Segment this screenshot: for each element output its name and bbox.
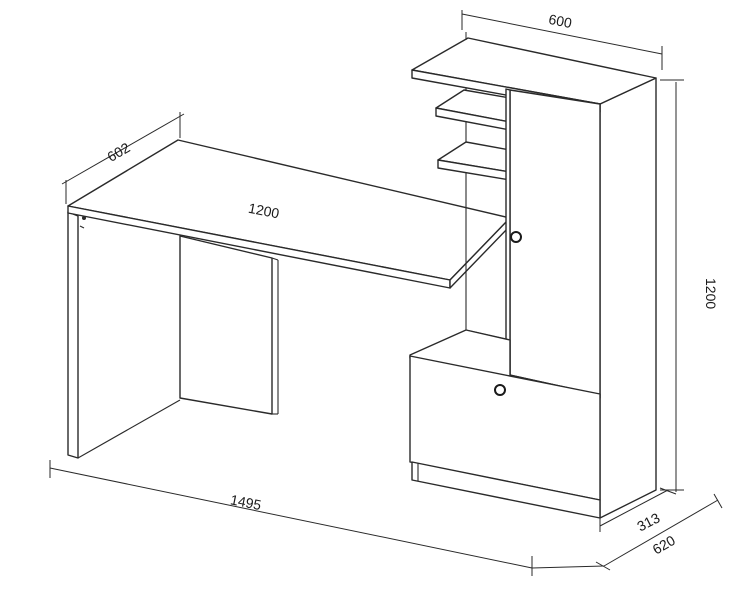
desk-left-leg [67, 211, 79, 459]
tower-side-panel [599, 77, 657, 519]
dim-cabinet-depth: 313 [634, 509, 662, 534]
dim-desk-width: 1200 [247, 200, 281, 222]
door-knob-icon [510, 231, 522, 243]
dim-top-width: 600 [547, 11, 573, 31]
dim-desk-depth: 602 [104, 139, 132, 165]
desk-middle-panel [179, 235, 273, 415]
drawer-knob-icon [494, 384, 506, 396]
dim-height: 1200 [703, 278, 719, 309]
cabinet-door [509, 89, 601, 396]
dim-total-depth: 620 [650, 532, 678, 558]
dim-total-width: 1495 [229, 491, 263, 513]
